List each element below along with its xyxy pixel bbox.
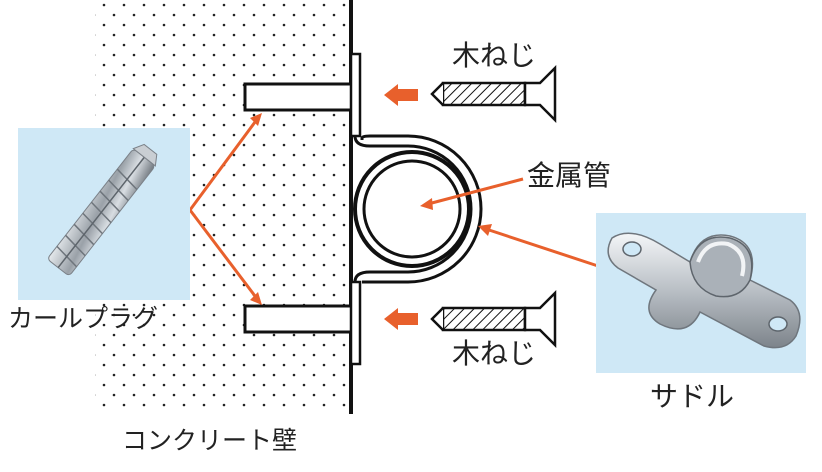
wood-screw-top (430, 64, 557, 124)
pipe-pointer-arrow (427, 177, 524, 206)
push-arrow-bottom (384, 308, 418, 330)
label-wood-screw-bottom: 木ねじ (452, 337, 537, 370)
label-wood-screw-top: 木ねじ (452, 39, 537, 72)
push-arrow-top (384, 84, 418, 106)
saddle-flange-top (349, 52, 362, 138)
label-concrete-wall: コンクリート壁 (122, 426, 298, 455)
label-plug: カールプラグ (8, 304, 159, 333)
saddle-strap-inner (360, 134, 483, 284)
label-saddle: サドル (650, 380, 735, 413)
saddle-flange-bottom (349, 280, 362, 366)
wood-screw-bottom (430, 289, 557, 349)
saddle-pointer-arrow (485, 227, 599, 268)
metal-pipe-inner (362, 159, 462, 259)
plug-hole-bottom (243, 304, 351, 334)
label-metal-pipe: 金属管 (527, 159, 612, 192)
plug-hole-top (243, 82, 351, 112)
plug-photo (18, 128, 190, 300)
plug-pointer-arrows (188, 117, 260, 301)
saddle-photo (596, 213, 806, 373)
